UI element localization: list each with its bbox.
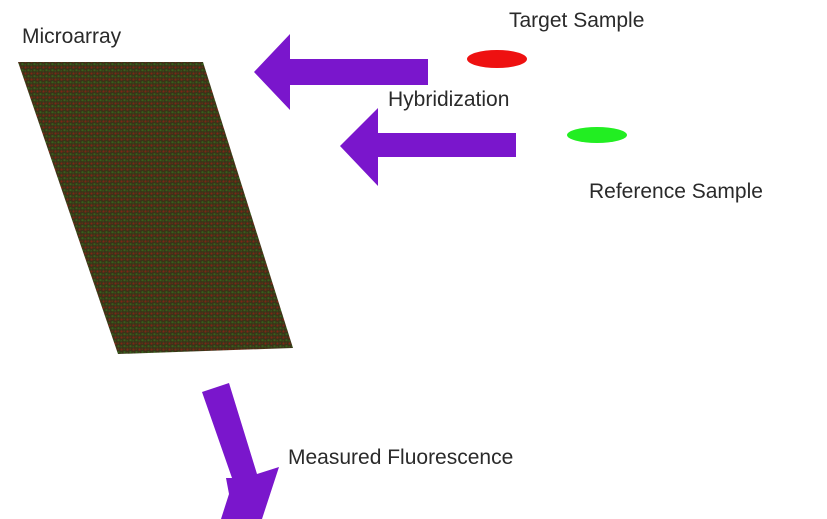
measured-fluorescence-arrow [202, 383, 279, 519]
reference-sample-label: Reference Sample [589, 180, 763, 203]
measured-fluorescence-label: Measured Fluorescence [288, 446, 514, 469]
reference-sample-dot [567, 127, 627, 143]
target-hybridization-arrow [254, 34, 428, 110]
target-sample-label: Target Sample [509, 9, 645, 32]
hybridization-label: Hybridization [388, 88, 510, 111]
target-sample-dot [467, 50, 527, 68]
reference-hybridization-arrow [340, 108, 516, 186]
microarray-slide [18, 62, 293, 354]
microarray-label: Microarray [22, 25, 122, 48]
